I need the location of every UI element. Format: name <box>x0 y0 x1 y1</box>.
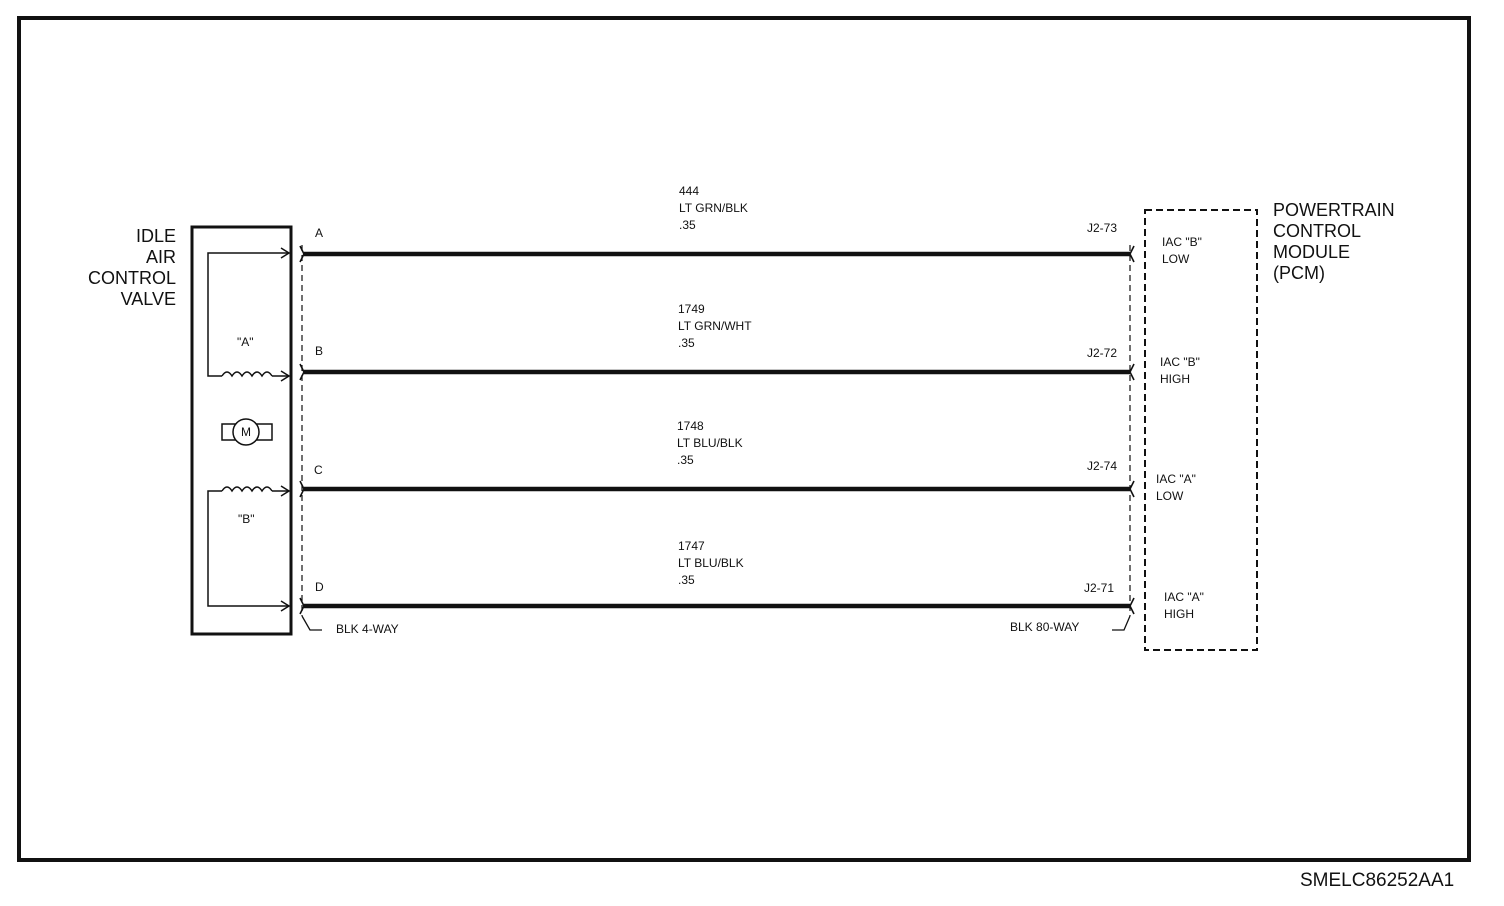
pcm-pin-j2-71: J2-71 <box>1084 581 1115 595</box>
pcm-signal-iac-a-low: IAC "A"LOW <box>1156 472 1196 503</box>
diagram-frame <box>17 16 1471 862</box>
wires <box>301 245 1131 616</box>
valve-box <box>190 225 293 636</box>
motor-icon <box>221 418 273 446</box>
valve-connector-label: BLK 4-WAY <box>336 622 399 636</box>
pcm-signal-iac-b-low: IAC "B"LOW <box>1162 235 1202 266</box>
pcm-box <box>1144 209 1258 651</box>
coil-a-label: "A" <box>237 335 254 349</box>
coil-b-label: "B" <box>238 512 255 526</box>
idle-air-control-valve-label: IDLE AIR CONTROL VALVE <box>87 226 176 309</box>
valve-pin-b: B <box>315 344 324 358</box>
pcm-pin-j2-72: J2-72 <box>1087 346 1118 360</box>
coil-b-icon <box>207 485 291 612</box>
valve-pin-a: A <box>315 226 324 240</box>
pcm-pin-j2-73: J2-73 <box>1087 221 1118 235</box>
valve-connector-bracket <box>301 615 322 631</box>
pcm-label: POWERTRAIN CONTROL MODULE (PCM) <box>1273 200 1395 283</box>
pcm-signal-iac-a-high: IAC "A"HIGH <box>1164 590 1204 621</box>
figure-id: SMELC86252AA1 <box>1300 870 1455 891</box>
valve-pin-c: C <box>314 463 323 477</box>
pcm-connector-bracket <box>1112 615 1131 631</box>
terminals <box>299 245 1135 615</box>
pcm-signal-iac-b-high: IAC "B"HIGH <box>1160 355 1200 386</box>
pcm-pin-j2-74: J2-74 <box>1087 459 1118 473</box>
motor-symbol: M <box>241 425 251 439</box>
valve-pin-d: D <box>315 580 324 594</box>
coil-a-icon <box>207 247 291 382</box>
pcm-connector-label: BLK 80-WAY <box>1010 620 1080 634</box>
